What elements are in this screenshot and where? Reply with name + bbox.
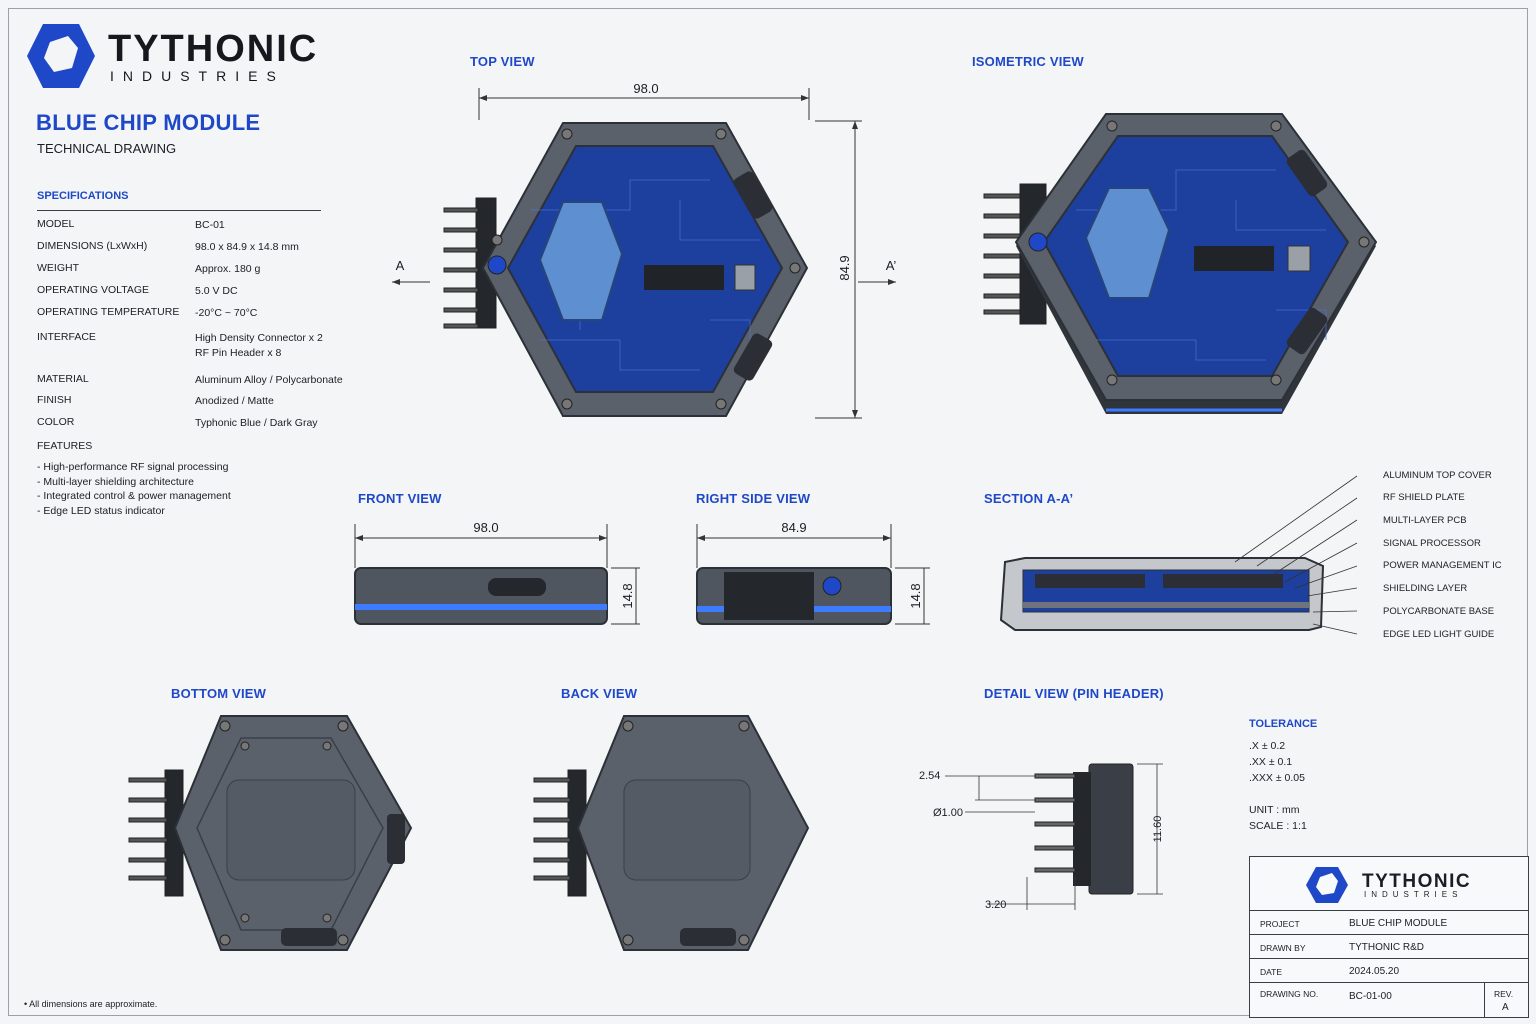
pin-diameter-dimension: Ø1.00 [933,807,963,819]
callout-rf-shield-plate: RF SHIELD PLATE [1383,492,1465,503]
bottom-view-title: BOTTOM VIEW [171,686,267,701]
feature-item: - Multi-layer shielding architecture [37,475,194,488]
spec-value-line: High Density Connector x 2 [195,332,323,344]
spec-key: MODEL [37,218,75,230]
top-width-dimension: 98.0 [633,81,658,96]
back-view-drawing [533,715,810,951]
feature-item: - Edge LED status indicator [37,504,165,517]
title-block-value: BLUE CHIP MODULE [1349,918,1448,929]
title-block-key: PROJECT [1260,919,1300,929]
spec-value-line: RF Pin Header x 8 [195,347,282,359]
spec-key: OPERATING VOLTAGE [37,284,150,296]
callout-shielding-layer: SHIELDING LAYER [1383,583,1468,594]
title-block-key: DRAWING NO. [1260,989,1319,999]
title-block-key: DATE [1260,967,1283,977]
unit-label: UNIT : mm [1249,804,1300,816]
revision-label: REV. [1494,989,1514,999]
spec-value: Aluminum Alloy / Polycarbonate [195,374,343,386]
spec-key: WEIGHT [37,262,79,274]
spec-value: Approx. 180 g [195,263,261,275]
section-view-title: SECTION A-A’ [984,491,1074,506]
spec-value: Typhonic Blue / Dark Gray [195,417,318,429]
specifications-divider [37,210,321,211]
brand-subtitle: INDUSTRIES [110,68,285,84]
title-block-value: TYTHONIC R&D [1349,942,1424,953]
feature-item: - High-performance RF signal processing [37,461,229,473]
spec-key: COLOR [37,416,75,428]
top-height-dimension: 84.9 [837,255,852,280]
isometric-view-drawing [983,113,1378,414]
footnote: • All dimensions are approximate. [24,999,158,1009]
top-view-drawing: 98.0 84.9 A A’ [392,81,897,419]
feature-item: - Integrated control & power management [37,490,231,502]
scale-label: SCALE : 1:1 [1249,820,1307,832]
title-block-row-drawing-no: DRAWING NO. BC-01-00 REV. A [1250,982,1528,1018]
spec-value: High Density Connector x 2 RF Pin Header … [195,331,365,361]
title-block-value: BC-01-00 [1349,991,1392,1002]
section-view-drawing [999,475,1358,635]
tolerance-line: .XX ± 0.1 [1249,756,1293,768]
section-marker-a: A [396,258,405,273]
spec-key: OPERATING TEMPERATURE [37,306,180,318]
front-height-dimension: 14.8 [620,583,635,608]
right-side-view-title: RIGHT SIDE VIEW [696,491,811,506]
title-block-logo-icon [1306,867,1348,903]
features-heading: FEATURES [37,440,93,452]
document-subtitle: TECHNICAL DRAWING [37,141,177,156]
isometric-view-title: ISOMETRIC VIEW [972,54,1084,69]
document-title: BLUE CHIP MODULE [36,110,261,135]
tythonic-logo-icon [27,24,95,88]
header-height-dimension: 11.60 [1152,816,1164,843]
callout-aluminum-top-cover: ALUMINUM TOP COVER [1383,470,1492,481]
spec-key: MATERIAL [37,373,89,385]
title-block-brand: TYTHONIC [1362,871,1472,892]
callout-signal-processor: SIGNAL PROCESSOR [1383,538,1481,549]
front-view-title: FRONT VIEW [358,491,442,506]
spec-value: -20°C ~ 70°C [195,307,258,319]
title-block-row-drawn-by: DRAWN BY TYTHONIC R&D [1250,934,1528,959]
side-width-dimension: 84.9 [781,520,806,535]
title-block-row-date: DATE 2024.05.20 [1250,958,1528,983]
spec-key: INTERFACE [37,331,96,343]
spec-value: 5.0 V DC [195,285,238,297]
top-view-title: TOP VIEW [470,54,535,69]
brand-name: TYTHONIC [108,28,319,70]
callout-polycarbonate-base: POLYCARBONATE BASE [1383,606,1495,617]
right-side-view-drawing: 84.9 14.8 [696,520,930,625]
features-list: - High-performance RF signal processing … [37,460,231,518]
pin-pitch-dimension: 2.54 [919,770,940,782]
front-view-drawing: 98.0 14.8 [354,520,640,625]
title-block-row-project: PROJECT BLUE CHIP MODULE [1250,910,1528,935]
spec-value: Anodized / Matte [195,395,274,407]
tolerance-heading: TOLERANCE [1249,718,1318,730]
revision-value: A [1502,1002,1509,1013]
title-block-value: 2024.05.20 [1349,966,1400,977]
spec-value: 98.0 x 84.9 x 14.8 mm [195,241,299,253]
callout-multi-layer-pcb: MULTI-LAYER PCB [1383,515,1467,526]
spec-value: BC-01 [195,219,225,231]
front-width-dimension: 98.0 [473,520,498,535]
title-block: TYTHONIC INDUSTRIES PROJECT BLUE CHIP MO… [1249,856,1529,1018]
title-block-divider [1484,983,1485,1018]
spec-key: FINISH [37,394,72,406]
callout-power-management-ic: POWER MANAGEMENT IC [1383,560,1502,571]
title-block-key: DRAWN BY [1260,943,1306,953]
sheet-border [8,8,1528,1016]
callout-edge-led-light-guide: EDGE LED LIGHT GUIDE [1383,629,1495,640]
spec-key: DIMENSIONS (LxWxH) [37,240,148,252]
bottom-view-drawing [128,715,413,951]
specifications-heading: SPECIFICATIONS [37,190,129,202]
tolerance-line: .X ± 0.2 [1249,740,1286,752]
tolerance-line: .XXX ± 0.05 [1249,772,1305,784]
section-marker-a2: A’ [886,258,897,273]
back-view-title: BACK VIEW [561,686,638,701]
detail-view-title: DETAIL VIEW (PIN HEADER) [984,686,1164,701]
pin-length-dimension: 3.20 [985,899,1006,911]
side-height-dimension: 14.8 [908,583,923,608]
detail-view-drawing: 2.54 Ø1.00 3.20 11.60 [919,763,1164,911]
title-block-brand-sub: INDUSTRIES [1364,890,1463,899]
